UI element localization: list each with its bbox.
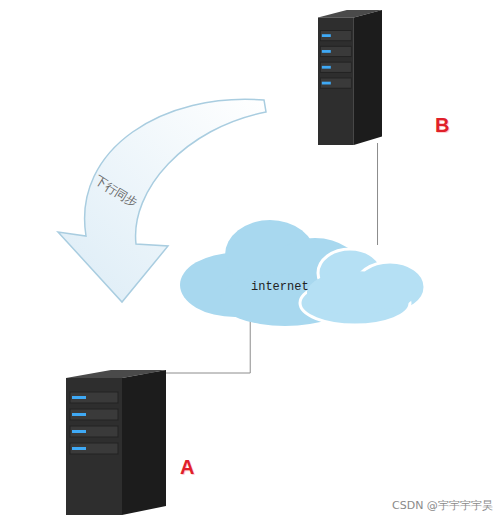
server-node: A	[66, 370, 166, 515]
server-label: A	[180, 456, 194, 479]
server-icon	[66, 370, 166, 515]
cloud-shape	[175, 215, 430, 330]
network-cloud: internet	[175, 215, 430, 330]
watermark: CSDN @宇宇宇宇昊	[392, 498, 493, 513]
server-label: B	[435, 114, 449, 137]
network-link	[377, 143, 378, 245]
cloud-label: internet	[251, 280, 309, 294]
network-link	[123, 318, 250, 376]
server-node: B	[318, 10, 382, 145]
server-icon	[318, 10, 382, 145]
